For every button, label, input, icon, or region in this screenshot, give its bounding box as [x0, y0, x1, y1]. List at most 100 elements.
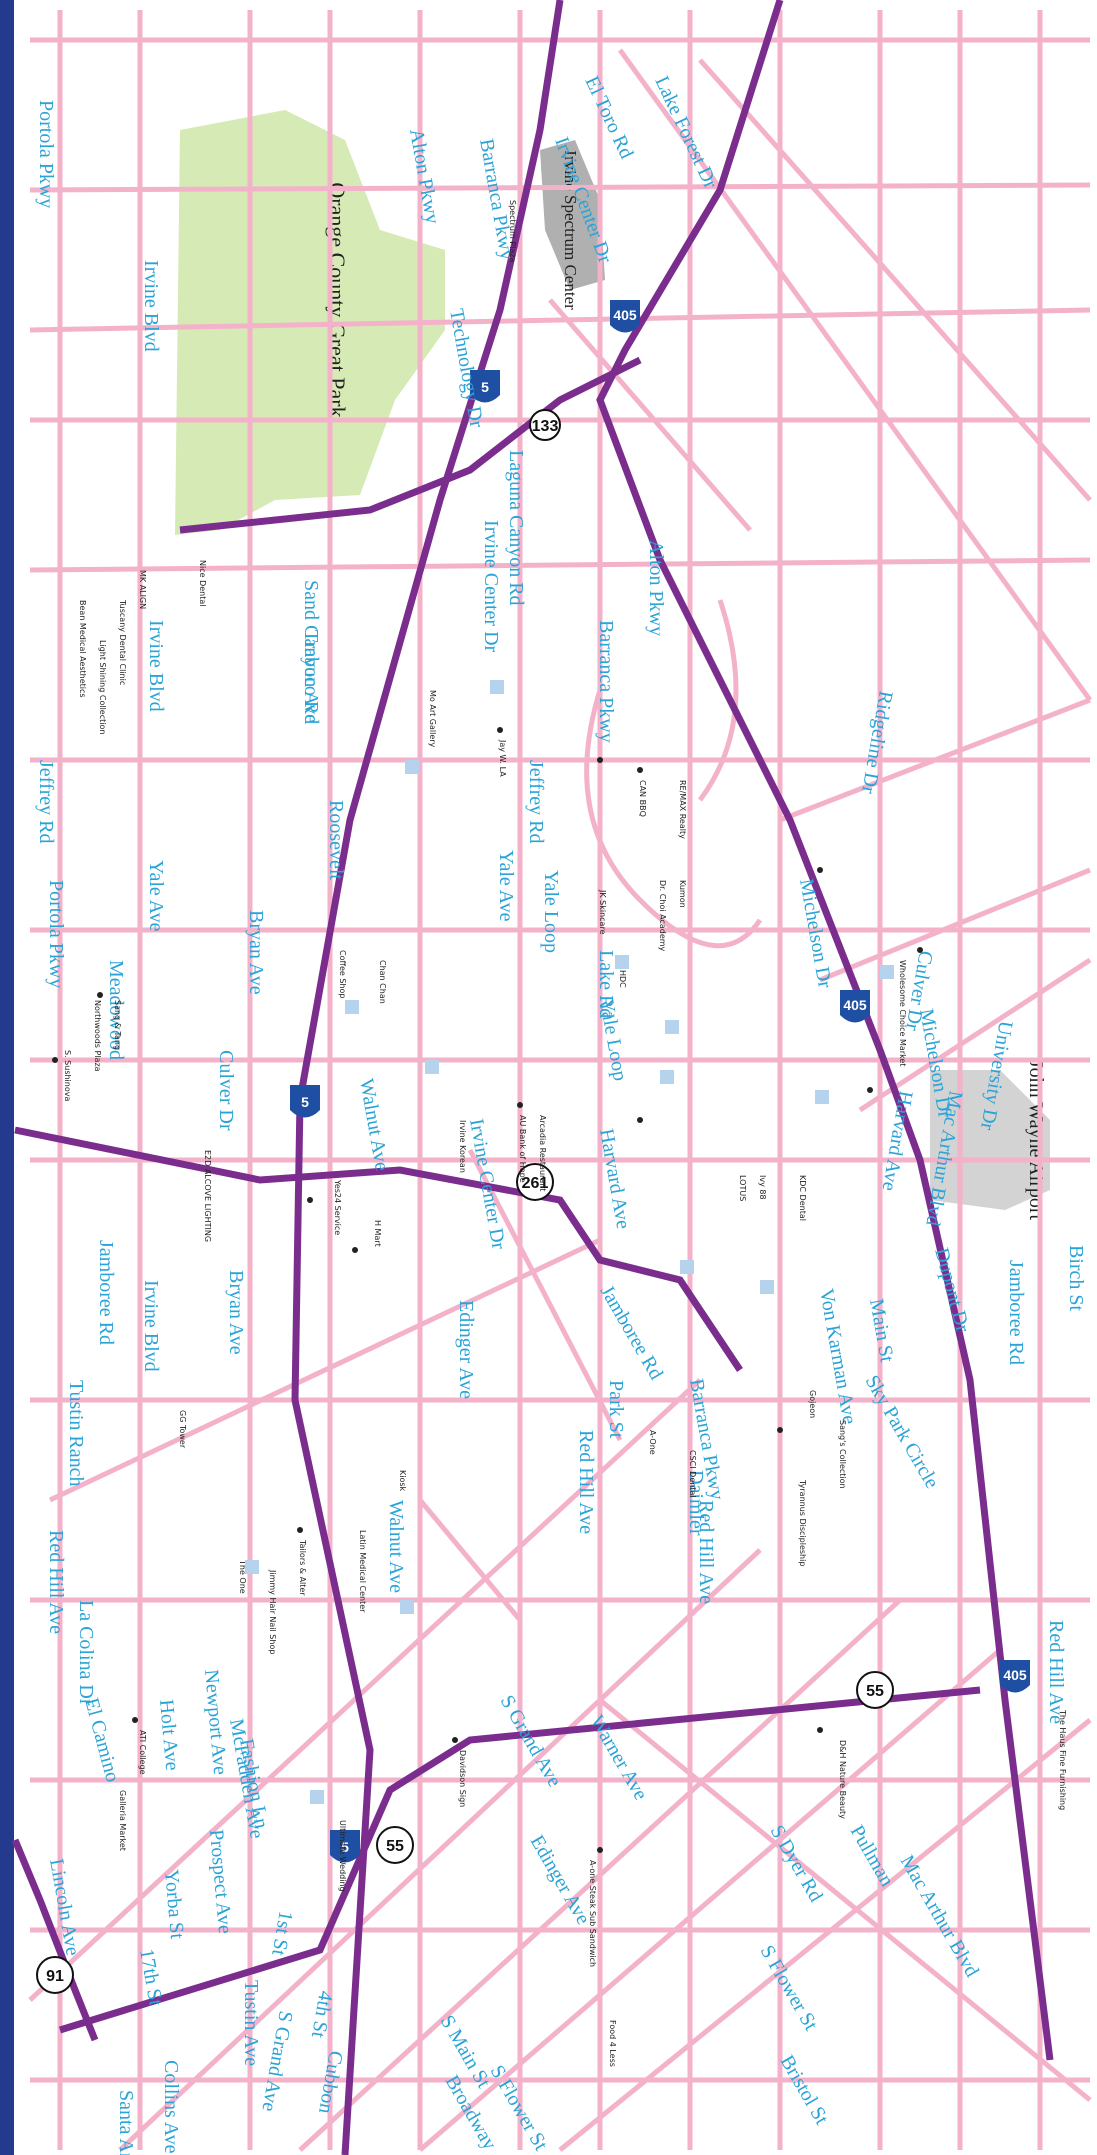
business-label: Tyrannus Discipleship — [798, 1479, 807, 1566]
business-label: Davidson Sign — [458, 1750, 467, 1807]
spectrum-area — [540, 140, 605, 290]
business-label: A-One — [648, 1430, 657, 1455]
street-label: Barranca Pkwy — [595, 620, 617, 743]
shield-i5-mid: 5 — [290, 1085, 320, 1118]
street-label: Yale Ave — [145, 860, 167, 932]
street-label: Jeffrey Rd — [525, 760, 547, 844]
business-label: AU Bank of Hope — [518, 1115, 527, 1183]
business-label: Yes24 Service — [333, 1179, 342, 1235]
business-label: A-one Steak Sub Sandwich — [588, 1860, 597, 1967]
business-label: Sang & Tang — [113, 1000, 122, 1050]
r55-south-number: 55 — [866, 1683, 884, 1700]
business-label: RE/MAX Realty — [678, 780, 687, 839]
shield-i5-south: 5 — [330, 1830, 360, 1863]
business-label: MK ALIGN — [138, 570, 147, 609]
shield-r55-north: 55 — [376, 1826, 414, 1864]
street-label: Daimler — [685, 1470, 707, 1536]
street-label: Von Karman Ave — [815, 1287, 860, 1426]
street-label: Jamboree Rd — [1005, 1260, 1027, 1365]
shield-i405-north: 405 — [610, 300, 640, 333]
business-label: KDC Dental — [798, 1175, 807, 1221]
shield-r55-south: 55 — [856, 1671, 894, 1709]
business-label: CAN BBQ — [638, 780, 647, 817]
business-label: Latin Medical Center — [358, 1530, 367, 1613]
street-label: La Colina Dr — [75, 1600, 97, 1706]
airport-label: John Wayne Airport — [1025, 1060, 1047, 1221]
business-label: The One — [238, 1559, 247, 1594]
street-label: Sand Canyon Ave — [300, 580, 322, 723]
street-label: Holt Ave — [155, 1699, 183, 1772]
street-label: El Toro Rd — [580, 73, 637, 162]
street-label: Pullman — [846, 1822, 898, 1891]
street-label: Lincoln Ave — [45, 1857, 84, 1957]
street-label: 1st St — [267, 1909, 297, 1958]
street-label: Park St — [605, 1380, 627, 1439]
street-label: Tustin Ave — [240, 1980, 262, 2066]
business-label: E2D ALCOVE LIGHTING — [203, 1150, 212, 1242]
street-label: Trabuco Rd — [300, 630, 322, 724]
business-label: LOTUS — [738, 1175, 747, 1201]
street-label: Alton Pkwy — [405, 127, 443, 225]
business-label: Chan Chan — [378, 960, 387, 1004]
business-label: Jimmy Hair Nail Shop — [268, 1569, 277, 1654]
business-label: HDC — [618, 970, 627, 988]
shield-i5-north: 5 — [470, 370, 500, 403]
i405-freeway — [596, 0, 1054, 2061]
street-label: Jamboree Rd — [95, 1240, 117, 1345]
street-label: Sky Park Circle — [861, 1372, 943, 1493]
i405-north-number: 405 — [613, 307, 637, 323]
business-label: Galleria Market — [118, 1790, 127, 1851]
street-label: Red Hill Ave — [1045, 1620, 1067, 1724]
i405-south-number: 405 — [1003, 1667, 1027, 1683]
street-label: Collins Ave — [160, 2060, 182, 2154]
street-label: Main St — [865, 1297, 898, 1364]
street-label: Yale Loop — [540, 870, 562, 953]
street-label: S Flower St — [756, 1942, 823, 2035]
r133-freeway — [179, 356, 642, 534]
street-label: Red Hill Ave — [575, 1430, 597, 1534]
street-label: Bryan Ave — [245, 910, 267, 995]
business-label: CSCI Dental — [688, 1450, 697, 1498]
street-label: Lake Forest Dr — [650, 73, 721, 192]
business-label: Wholesome Choice Market — [898, 960, 907, 1066]
street-label: Red Hill Ave — [695, 1500, 717, 1604]
street-label: Dupont Dr — [930, 1246, 974, 1335]
r91-freeway — [11, 1838, 99, 2042]
business-label: JK Skincare — [598, 889, 607, 935]
business-label: Tailors & Alter — [298, 1539, 307, 1596]
street-label: Irvine Blvd — [140, 260, 162, 352]
r261-freeway — [14, 1126, 743, 1372]
business-label: Food 4 Less — [608, 2020, 617, 2067]
freeway-network — [11, 0, 1054, 2155]
street-label: Irvine Blvd — [140, 1280, 162, 1372]
business-label: D&H Nature Beauty — [838, 1740, 847, 1819]
shield-r261: 261 — [516, 1163, 554, 1201]
business-label: Jay W. LA — [498, 739, 507, 777]
street-label: Irvine Center Dr — [480, 520, 502, 653]
business-label: Arcadia Restaurant — [538, 1115, 547, 1191]
i5-mid-number: 5 — [301, 1094, 309, 1110]
street-label: Red Hill Ave — [45, 1530, 67, 1634]
street-label: Broadway — [441, 2072, 501, 2154]
building-markers — [245, 680, 894, 1804]
business-label: Ivy 88 — [758, 1175, 767, 1200]
shield-r133: 133 — [529, 409, 561, 441]
street-label: Bristol St — [776, 2052, 833, 2129]
street-label: Lake Rd — [595, 950, 617, 1018]
business-label: The Haus Fine Furnishing — [1058, 1709, 1067, 1810]
street-label: El Camino — [80, 1696, 124, 1785]
page-edge-bar — [0, 0, 14, 2155]
business-label: Kumon — [678, 880, 687, 908]
business-label: H Mart — [373, 1220, 382, 1247]
street-label: Yale Ave — [495, 850, 517, 922]
business-label: Mo Art Gallery — [428, 690, 437, 748]
r55-freeway — [58, 1686, 981, 2034]
street-label: Jeffrey Rd — [35, 760, 57, 844]
business-label: Spectrum Plaza — [508, 200, 517, 262]
i5-freeway — [291, 0, 564, 2155]
street-label: Prospect Ave — [205, 1829, 236, 1935]
i405-mid-number: 405 — [843, 997, 867, 1013]
business-label: Irvine Korean — [458, 1120, 467, 1173]
